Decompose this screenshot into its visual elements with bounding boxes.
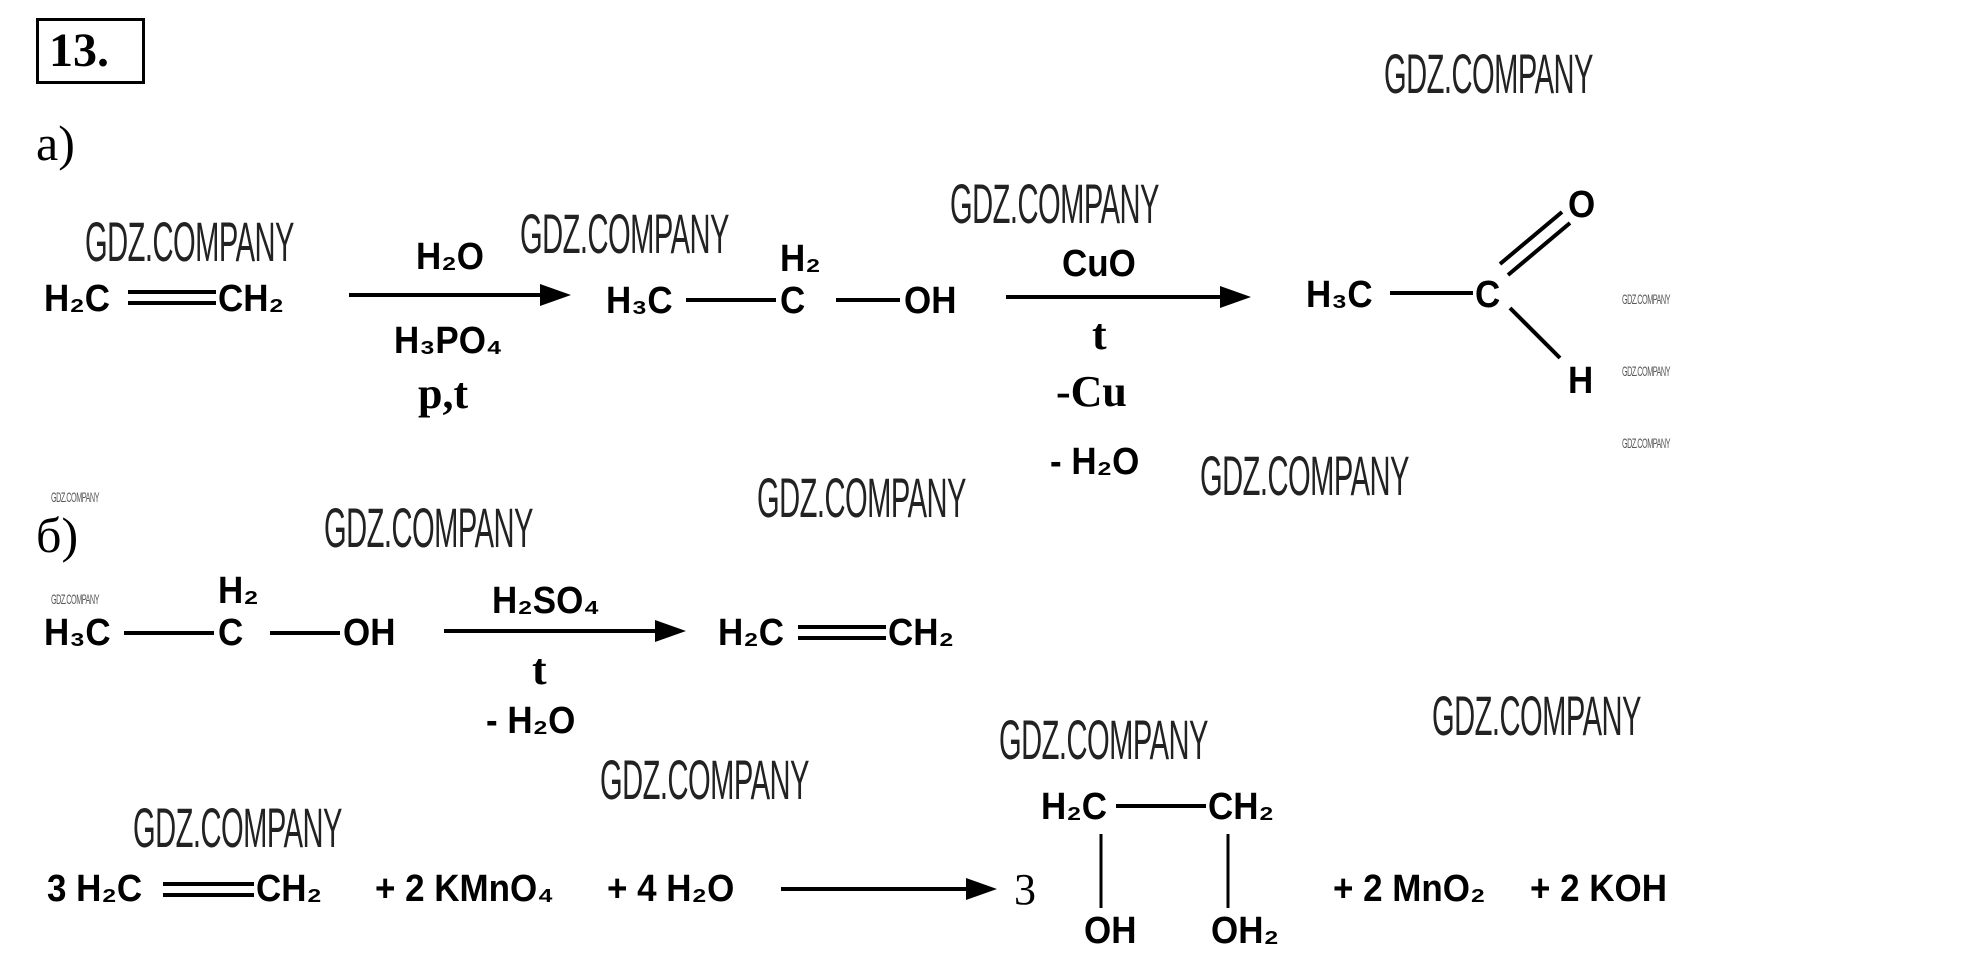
arrowhead bbox=[1220, 286, 1251, 308]
product-coefficient: 3 bbox=[1014, 865, 1036, 914]
byproduct-water: - H₂O bbox=[1050, 441, 1140, 483]
double-bond bbox=[1498, 210, 1564, 266]
watermark: GDZ.COMPANY bbox=[1432, 684, 1641, 747]
ethanol-h2: H₂ bbox=[218, 570, 259, 612]
arrowhead bbox=[655, 620, 686, 642]
watermark: GDZ.COMPANY bbox=[1384, 42, 1593, 105]
condition-t: t bbox=[532, 645, 547, 694]
ethanol-oh: OH bbox=[343, 612, 396, 654]
watermark: GDZ.COMPANY bbox=[51, 489, 99, 505]
ethanol-c: C bbox=[780, 280, 806, 322]
glycol-c1: H₂C bbox=[1041, 786, 1108, 828]
watermark: GDZ.COMPANY bbox=[999, 708, 1208, 771]
ethene-left: H₂C bbox=[44, 278, 111, 320]
watermark: GDZ.COMPANY bbox=[1622, 291, 1670, 307]
glycol-oh2: OH₂ bbox=[1211, 910, 1279, 952]
watermark: GDZ.COMPANY bbox=[757, 466, 966, 529]
watermark: GDZ.COMPANY bbox=[600, 748, 809, 811]
glycol-c2: CH₂ bbox=[1208, 786, 1275, 828]
mno2-term: + 2 MnO₂ bbox=[1333, 868, 1486, 910]
glycol-oh1: OH bbox=[1084, 910, 1137, 952]
acetaldehyde-c: C bbox=[1475, 274, 1501, 316]
acetaldehyde-o: O bbox=[1568, 184, 1596, 226]
ethanol-oh: OH bbox=[904, 280, 957, 322]
byproduct-cu: -Cu bbox=[1056, 367, 1127, 416]
double-bond bbox=[1506, 221, 1572, 277]
catalyst-h2so4: H₂SO₄ bbox=[492, 580, 600, 622]
reagent-water: H₂O bbox=[416, 236, 484, 278]
part-a-label: а) bbox=[36, 115, 75, 171]
watermark: GDZ.COMPANY bbox=[1622, 435, 1670, 451]
watermark: GDZ.COMPANY bbox=[133, 796, 342, 859]
ethene-right: CH₂ bbox=[256, 868, 323, 910]
reagent-cuo: CuO bbox=[1062, 243, 1136, 285]
conditions-pt: p,t bbox=[418, 369, 469, 418]
watermark: GDZ.COMPANY bbox=[85, 210, 294, 273]
arrowhead bbox=[966, 878, 997, 900]
watermark: GDZ.COMPANY bbox=[950, 172, 1159, 235]
kmno4-term: + 2 KMnO₄ bbox=[375, 868, 554, 910]
ethanol-c: C bbox=[218, 612, 244, 654]
watermark: GDZ.COMPANY bbox=[324, 496, 533, 559]
condition-t: t bbox=[1092, 310, 1107, 359]
watermark: GDZ.COMPANY bbox=[1200, 444, 1409, 507]
ethene-with-coefficient: 3 H₂C bbox=[47, 868, 143, 910]
watermark: GDZ.COMPANY bbox=[51, 591, 99, 607]
water-term: + 4 H₂O bbox=[607, 868, 735, 910]
part-b-label: б) bbox=[36, 507, 79, 563]
koh-term: + 2 KOH bbox=[1530, 868, 1667, 910]
ethanol-ch3: H₃C bbox=[44, 612, 111, 654]
acetaldehyde-h: H bbox=[1568, 360, 1594, 402]
ethene-right: CH₂ bbox=[218, 278, 285, 320]
arrowhead bbox=[540, 284, 571, 306]
watermark: GDZ.COMPANY bbox=[1622, 363, 1670, 379]
watermark: GDZ.COMPANY bbox=[520, 202, 729, 265]
catalyst-h3po4: H₃PO₄ bbox=[394, 320, 503, 362]
problem-number-box: 13. bbox=[36, 18, 145, 84]
acetaldehyde-ch3: H₃C bbox=[1306, 274, 1373, 316]
single-bond bbox=[1508, 306, 1562, 360]
ethene-right: CH₂ bbox=[888, 612, 955, 654]
ethene-left: H₂C bbox=[718, 612, 785, 654]
ethanol-h2: H₂ bbox=[780, 238, 821, 280]
byproduct-water: - H₂O bbox=[486, 700, 576, 742]
ethanol-ch3: H₃C bbox=[606, 280, 673, 322]
problem-number: 13. bbox=[49, 24, 109, 77]
